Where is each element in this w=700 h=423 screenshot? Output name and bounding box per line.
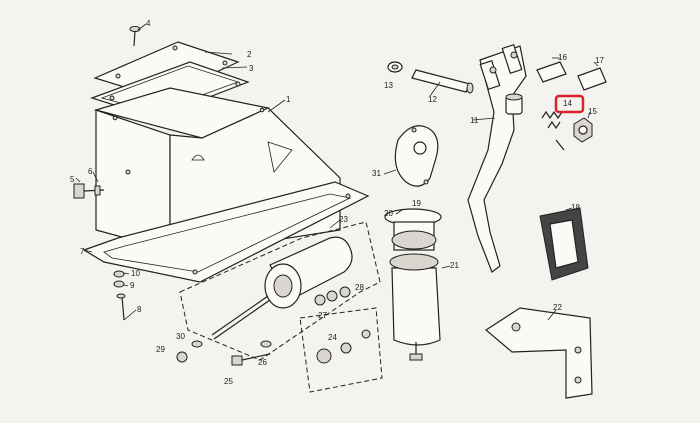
label-30: 30 [176,332,185,341]
label-19: 19 [412,199,421,208]
label-8: 8 [137,305,142,314]
housing-base-gasket[interactable] [82,181,370,283]
pedal-pad[interactable] [539,207,589,281]
label-10: 10 [131,269,140,278]
label-23: 23 [339,215,348,224]
part-number-labels: 4 2 3 1 5 6 7 10 9 8 13 12 11 16 17 14 1… [70,19,604,386]
label-9: 9 [130,281,135,290]
mounting-bracket[interactable] [484,307,593,399]
label-4: 4 [146,19,151,28]
master-cylinder-group[interactable] [179,221,381,361]
highlight-box-part-14 [554,94,585,114]
label-12: 12 [428,95,437,104]
washer-13[interactable] [387,61,403,73]
fluid-reservoir[interactable] [384,208,442,361]
label-15: 15 [588,107,597,116]
label-6: 6 [88,167,93,176]
label-11: 11 [470,116,479,125]
label-31: 31 [372,169,381,178]
leader-lines [75,23,599,321]
reservoir-flange[interactable] [394,125,439,187]
label-28: 28 [355,283,364,292]
mounting-bolts-lower[interactable] [176,340,272,366]
label-1: 1 [286,95,291,104]
label-3: 3 [249,64,254,73]
label-18: 18 [571,203,580,212]
label-5: 5 [70,175,75,184]
label-16: 16 [558,53,567,62]
bushing-16[interactable] [536,61,567,83]
bushing-17[interactable] [577,67,607,91]
bolt-top[interactable] [129,26,141,47]
label-7: 7 [80,247,85,256]
label-17: 17 [595,56,604,65]
bolt-side[interactable] [73,183,105,199]
label-24: 24 [328,333,337,342]
pivot-pin[interactable] [411,69,474,94]
seal-kit-group[interactable] [299,307,383,393]
label-2: 2 [247,50,252,59]
label-26: 26 [258,358,267,367]
label-29: 29 [156,345,165,354]
label-14: 14 [563,99,572,108]
label-25: 25 [224,377,233,386]
label-21: 21 [450,261,459,270]
label-27: 27 [318,311,327,320]
label-20: 20 [384,209,393,218]
small-fasteners-left[interactable] [113,270,126,321]
label-13: 13 [384,81,393,90]
brake-pedal[interactable] [467,44,527,273]
return-spring[interactable] [541,110,565,151]
label-22: 22 [553,303,562,312]
nut-15[interactable] [573,117,593,143]
